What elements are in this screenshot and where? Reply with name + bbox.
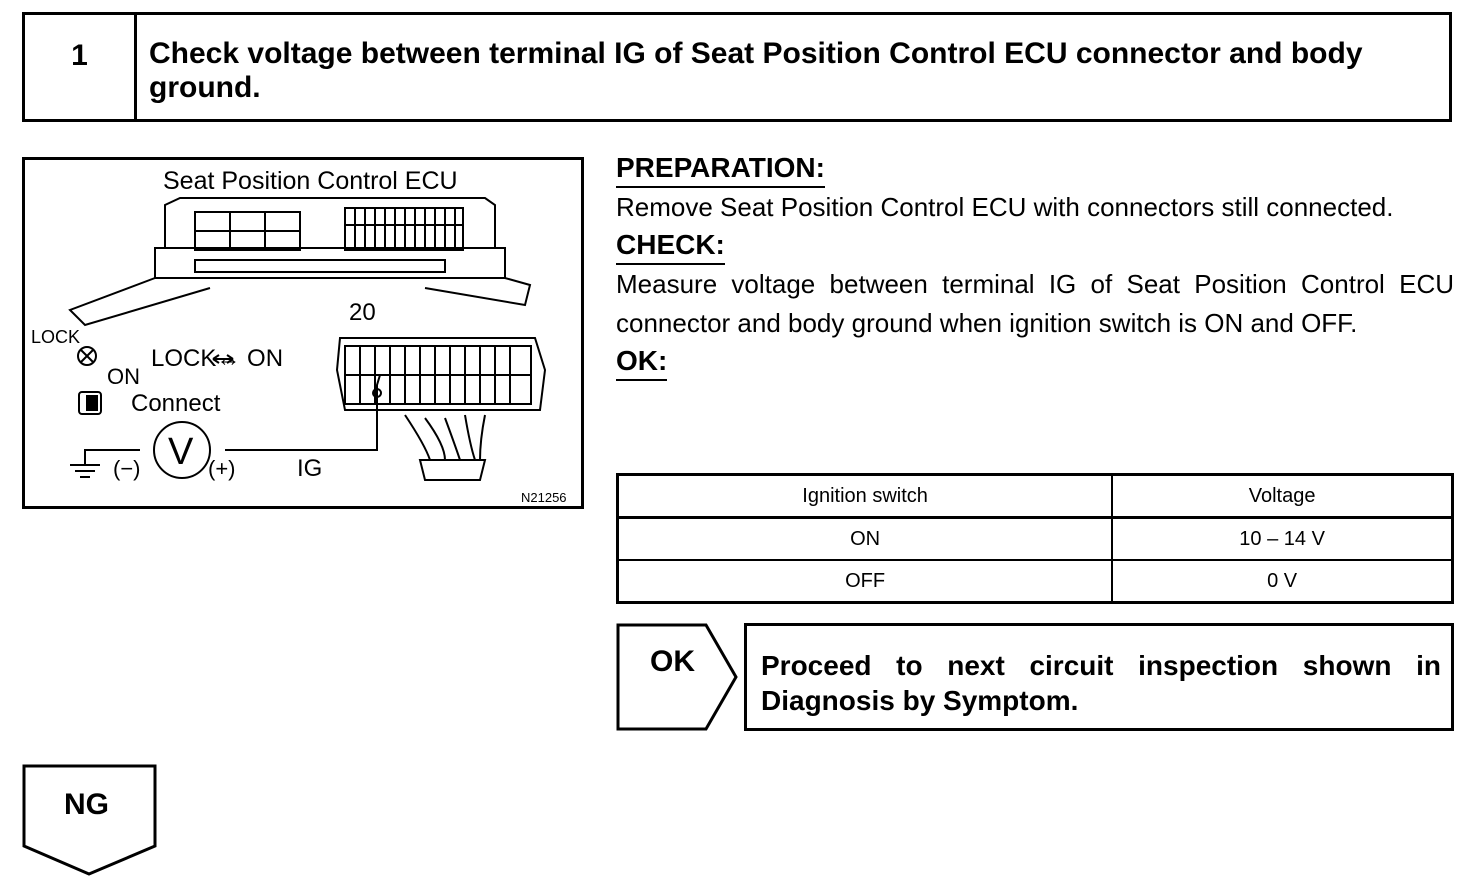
figure-code: N21256	[521, 490, 567, 505]
step-header: 1 Check voltage between terminal IG of S…	[22, 12, 1452, 122]
ig-label: IG	[297, 455, 322, 482]
ng-tag-label: NG	[64, 788, 109, 821]
switch-label: LOCK↔ ON	[151, 345, 283, 372]
switch-arrow-icon	[212, 354, 234, 364]
ok-result-text: Proceed to next circuit inspection shown…	[744, 623, 1454, 731]
table-cell: ON	[616, 516, 1114, 561]
ecu-base	[154, 247, 506, 279]
preparation-text: Remove Seat Position Control ECU with co…	[616, 192, 1394, 222]
connect-icon	[78, 391, 102, 415]
table-row: ON 10 – 14 V	[616, 516, 1454, 561]
ecu-bracket-right	[424, 277, 532, 307]
meter-label: V	[168, 431, 194, 473]
ok-arrow-icon	[616, 623, 738, 731]
instructions: PREPARATION: Remove Seat Position Contro…	[616, 150, 1454, 381]
voltmeter-icon	[153, 421, 211, 479]
terminal-ig-marker	[372, 388, 382, 398]
column-header: Ignition switch	[616, 473, 1114, 519]
ecu-bracket-left	[68, 277, 211, 327]
terminal-number: 20	[349, 299, 376, 326]
ok-heading: OK:	[616, 343, 668, 381]
check-heading: CHECK:	[616, 227, 725, 265]
preparation-heading: PREPARATION:	[616, 150, 825, 188]
column-header: Voltage	[1111, 473, 1454, 519]
ok-tag-label: OK	[650, 645, 695, 678]
ecu-wiring-figure: Seat Position Control ECU 20 LOCK ON LOC…	[22, 157, 584, 509]
harness-connector	[335, 337, 547, 411]
ng-tag: NG	[22, 764, 158, 876]
ignition-switch-icon	[77, 346, 97, 366]
table-cell: OFF	[616, 559, 1114, 604]
minus-label: (−)	[113, 456, 141, 481]
lock-label: LOCK	[31, 327, 80, 347]
table-row: OFF 0 V	[616, 559, 1454, 604]
ng-arrow-icon	[22, 764, 157, 876]
step-number: 1	[25, 15, 137, 119]
plus-label: (+)	[208, 456, 236, 481]
on-label: ON	[107, 364, 140, 389]
probe-lead-negative	[84, 449, 140, 465]
ok-result: OK Proceed to next circuit inspection sh…	[616, 623, 1454, 731]
step-title: Check voltage between terminal IG of Sea…	[149, 37, 1363, 104]
check-text: Measure voltage between terminal IG of S…	[616, 269, 1454, 338]
table-header-row: Ignition switch Voltage	[616, 473, 1454, 519]
table-cell: 0 V	[1111, 559, 1454, 604]
table-cell: 10 – 14 V	[1111, 516, 1454, 561]
ok-tag: OK	[616, 623, 740, 731]
ecu-diagram-svg: Seat Position Control ECU 20 LOCK ON LOC…	[31, 167, 567, 505]
probe-lead-positive	[225, 374, 381, 451]
figure-title: Seat Position Control ECU	[163, 167, 458, 195]
ok-spec-table: Ignition switch Voltage ON 10 – 14 V OFF…	[616, 473, 1454, 604]
connect-label: Connect	[131, 390, 221, 417]
